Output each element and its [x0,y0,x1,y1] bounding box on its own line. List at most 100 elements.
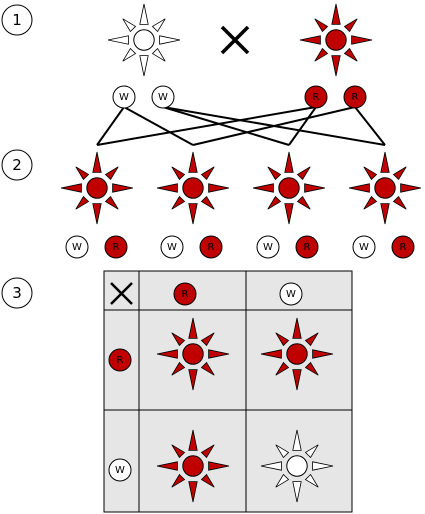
f1-2-allele-w-label: W [167,241,177,253]
flower-petal [304,444,319,459]
punnett-row-header-1-label: R [116,354,124,366]
flower-petal [304,183,326,193]
flower-center [286,455,308,477]
flower-petal [151,18,166,33]
parent-red-allele-2 [343,85,367,109]
flower-petal [104,166,119,181]
flower-petal [275,332,290,347]
flower-petal [292,317,302,339]
flower-petal [188,429,198,451]
flower-petal [304,361,319,376]
flower-petal [343,47,358,62]
flower-center [286,343,308,365]
inheritance-lines [96,106,386,146]
parent-white-allele-2-label: W [158,91,168,103]
flower-petal [171,332,186,347]
flower-petal [200,195,215,210]
flower-petal [312,349,334,359]
flower-petal [275,444,290,459]
punnett-cell-flower-2-1 [156,429,230,503]
punnett-row-header-2-label: W [115,464,125,476]
flower-petal [139,3,149,25]
flower-petal [331,3,341,25]
flower-petal [267,195,282,210]
f1-1-allele-w-label: W [72,241,82,253]
flower-center [374,177,396,199]
f1-4-allele-r-label: R [399,241,407,253]
punnett-col-header-1 [173,282,197,306]
punnett-col-header-2-label: W [286,288,296,300]
parent-white-allele-1 [112,85,136,109]
flower-petal [380,151,390,173]
f1-flower-2 [156,151,230,225]
flower-petal [107,35,129,45]
flower-petal [208,461,230,471]
punnett-cell-flower-1-2 [260,317,334,391]
flower-center [86,177,108,199]
parent-red-allele-1 [304,85,328,109]
flower-petal [104,195,119,210]
flower-petal [296,166,311,181]
step-marker-2 [1,149,33,181]
f1-1-allele-w [65,235,89,259]
flower-petal [171,361,186,376]
flower-center [182,343,204,365]
flower-petal [188,481,198,503]
parent-flower-white [107,3,181,77]
flower-petal [304,332,319,347]
flower-petal [156,349,178,359]
flower-petal [156,461,178,471]
flower-petal [343,18,358,33]
punnett-row-header-1 [108,348,132,372]
flower-petal [92,203,102,225]
cross-icon [220,25,250,55]
parent-red-allele-2-label: R [351,91,359,103]
flower-petal [75,195,90,210]
punnett-row-header-2 [108,458,132,482]
flower-petal [171,473,186,488]
flower-petal [75,166,90,181]
flower-petal [151,47,166,62]
punnett-square [103,270,353,513]
f1-flower-3 [252,151,326,225]
f1-4-allele-w [352,235,376,259]
step-marker-3 [1,277,33,309]
flower-petal [400,183,422,193]
f1-4-allele-r [391,235,415,259]
flower-petal [200,473,215,488]
flower-petal [304,473,319,488]
f1-3-allele-r-label: R [303,241,311,253]
f1-1-allele-r-label: R [112,241,120,253]
punnett-cell-flower-1-1 [156,317,230,391]
flower-petal [351,35,373,45]
f1-4-allele-w-label: W [359,241,369,253]
step-label-3: 3 [12,284,22,302]
flower-center [278,177,300,199]
flower-petal [284,151,294,173]
step-label-1: 1 [12,11,22,29]
flower-petal [188,151,198,173]
f1-3-allele-w-label: W [263,241,273,253]
flower-center [182,455,204,477]
flower-petal [296,195,311,210]
flower-center [182,177,204,199]
flower-petal [171,444,186,459]
punnett-col-header-2 [279,282,303,306]
flower-petal [392,195,407,210]
flower-petal [139,55,149,77]
flower-petal [292,481,302,503]
flower-petal [299,35,321,45]
flower-petal [363,195,378,210]
f1-flower-4 [348,151,422,225]
flower-petal [267,166,282,181]
flower-petal [112,183,134,193]
flower-petal [314,47,329,62]
flower-petal [188,203,198,225]
flower-center [133,29,155,51]
flower-petal [380,203,390,225]
punnett-cell-flower-2-2 [260,429,334,503]
flower-petal [284,203,294,225]
flower-petal [122,18,137,33]
flower-petal [171,195,186,210]
